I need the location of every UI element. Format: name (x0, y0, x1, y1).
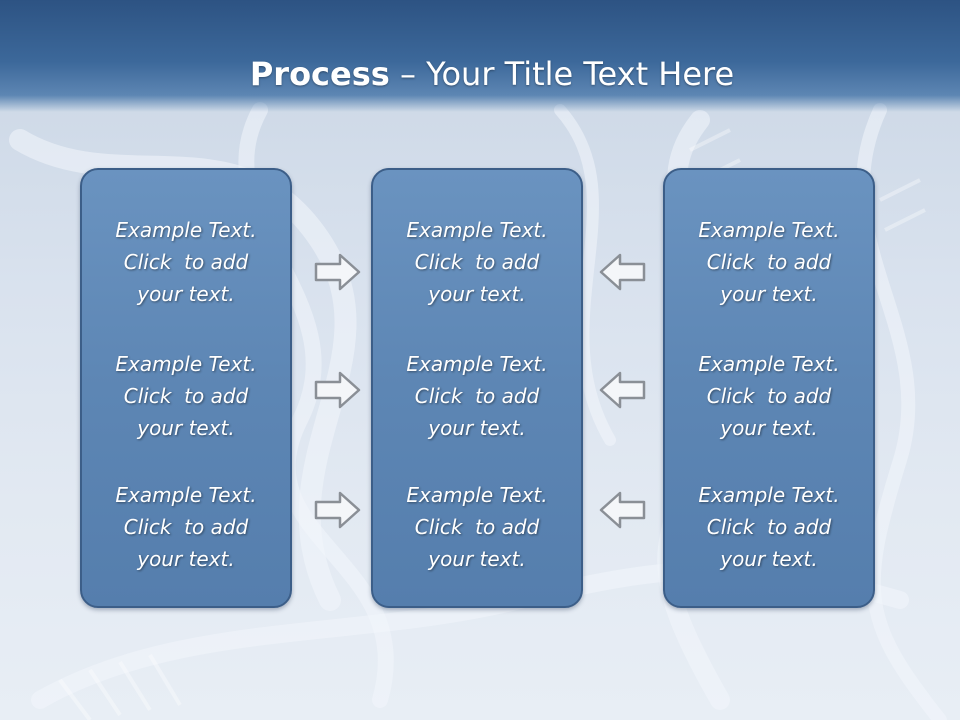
text-line: Example Text. (698, 483, 840, 507)
title-bold-text: Process (249, 55, 390, 93)
text-block[interactable]: Example Text. Click to add your text. (82, 348, 290, 444)
text-line: Click to add (414, 515, 540, 539)
text-block[interactable]: Example Text. Click to add your text. (373, 479, 581, 575)
text-block[interactable]: Example Text. Click to add your text. (665, 214, 873, 310)
right-arrow-icon[interactable] (314, 252, 362, 292)
text-line: Example Text. (406, 483, 548, 507)
text-line: Example Text. (115, 483, 257, 507)
title-banner (0, 0, 960, 112)
text-line: your text. (428, 547, 526, 571)
text-line: Click to add (414, 250, 540, 274)
text-line: Click to add (123, 250, 249, 274)
process-box-left[interactable]: Example Text. Click to add your text. Ex… (80, 168, 292, 608)
text-line: your text. (720, 282, 818, 306)
text-line: your text. (720, 416, 818, 440)
text-line: your text. (428, 416, 526, 440)
text-line: Click to add (706, 250, 832, 274)
text-line: Example Text. (115, 352, 257, 376)
title-rest-text: – Your Title Text Here (389, 55, 735, 93)
slide-title[interactable]: Process – Your Title Text Here (0, 54, 960, 94)
text-line: your text. (428, 282, 526, 306)
right-arrow-icon[interactable] (314, 370, 362, 410)
text-line: your text. (137, 547, 235, 571)
text-line: Click to add (123, 384, 249, 408)
right-arrow-icon[interactable] (314, 490, 362, 530)
text-line: Example Text. (115, 218, 257, 242)
text-block[interactable]: Example Text. Click to add your text. (82, 479, 290, 575)
text-block[interactable]: Example Text. Click to add your text. (82, 214, 290, 310)
text-line: Example Text. (698, 218, 840, 242)
left-arrow-icon[interactable] (598, 252, 646, 292)
process-box-right[interactable]: Example Text. Click to add your text. Ex… (663, 168, 875, 608)
text-line: your text. (137, 416, 235, 440)
text-line: Example Text. (406, 218, 548, 242)
text-block[interactable]: Example Text. Click to add your text. (373, 348, 581, 444)
text-line: Example Text. (698, 352, 840, 376)
text-line: Example Text. (406, 352, 548, 376)
process-box-center[interactable]: Example Text. Click to add your text. Ex… (371, 168, 583, 608)
text-line: your text. (720, 547, 818, 571)
text-line: Click to add (706, 515, 832, 539)
text-line: Click to add (123, 515, 249, 539)
text-block[interactable]: Example Text. Click to add your text. (373, 214, 581, 310)
text-line: Click to add (414, 384, 540, 408)
text-line: Click to add (706, 384, 832, 408)
left-arrow-icon[interactable] (598, 370, 646, 410)
text-line: your text. (137, 282, 235, 306)
left-arrow-icon[interactable] (598, 490, 646, 530)
text-block[interactable]: Example Text. Click to add your text. (665, 348, 873, 444)
text-block[interactable]: Example Text. Click to add your text. (665, 479, 873, 575)
